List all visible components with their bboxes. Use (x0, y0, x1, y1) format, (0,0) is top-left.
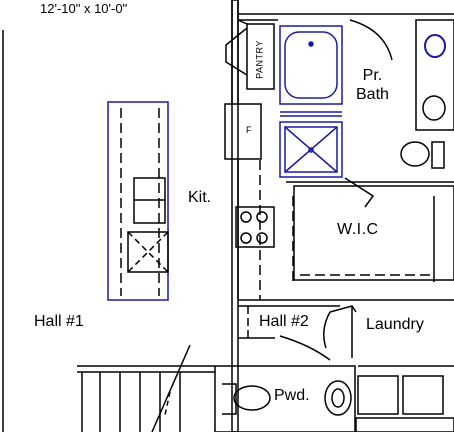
shower (279, 121, 343, 178)
fridge (224, 103, 262, 160)
bathtub (279, 25, 343, 105)
laundry-label: Laundry (366, 316, 424, 333)
dishwasher (127, 231, 169, 273)
kitchen-island (107, 101, 169, 301)
fridge-label: F (246, 125, 252, 135)
bath-door-swing (349, 19, 393, 61)
vanity (415, 19, 454, 131)
cooktop (235, 206, 275, 248)
hall-1-label: Hall #1 (34, 313, 84, 330)
laundry-door (323, 311, 331, 349)
sink-1 (424, 34, 446, 58)
toilet-powder (233, 385, 271, 411)
pantry-label: PANTRY (254, 40, 265, 79)
wic-room (293, 185, 454, 281)
powder-door (279, 335, 331, 361)
hall-2-label: Hall #2 (259, 313, 309, 330)
sink-2 (422, 95, 446, 121)
pantry-closet (246, 23, 275, 90)
powder-sink (324, 380, 352, 416)
primary-bath-label-line1: Pr. (362, 67, 383, 84)
primary-bath-label: Pr. Bath (356, 66, 389, 104)
bathtub-basin (284, 31, 338, 99)
wic-label: W.I.C (337, 221, 379, 238)
stair-break-line (151, 344, 191, 432)
powder-room (214, 365, 356, 432)
wic-door (344, 177, 375, 208)
dryer (402, 375, 444, 415)
pantry-door (225, 27, 248, 76)
powder-room-label: Pwd. (273, 387, 311, 404)
washer (357, 375, 399, 415)
primary-bath-label-line2: Bath (356, 86, 389, 103)
interior-wall-main (231, 0, 239, 432)
room-dimensions: 12'-10" x 10'-0" (40, 1, 128, 16)
kitchen-label: Kit. (188, 189, 212, 206)
toilet-bath (400, 141, 430, 167)
